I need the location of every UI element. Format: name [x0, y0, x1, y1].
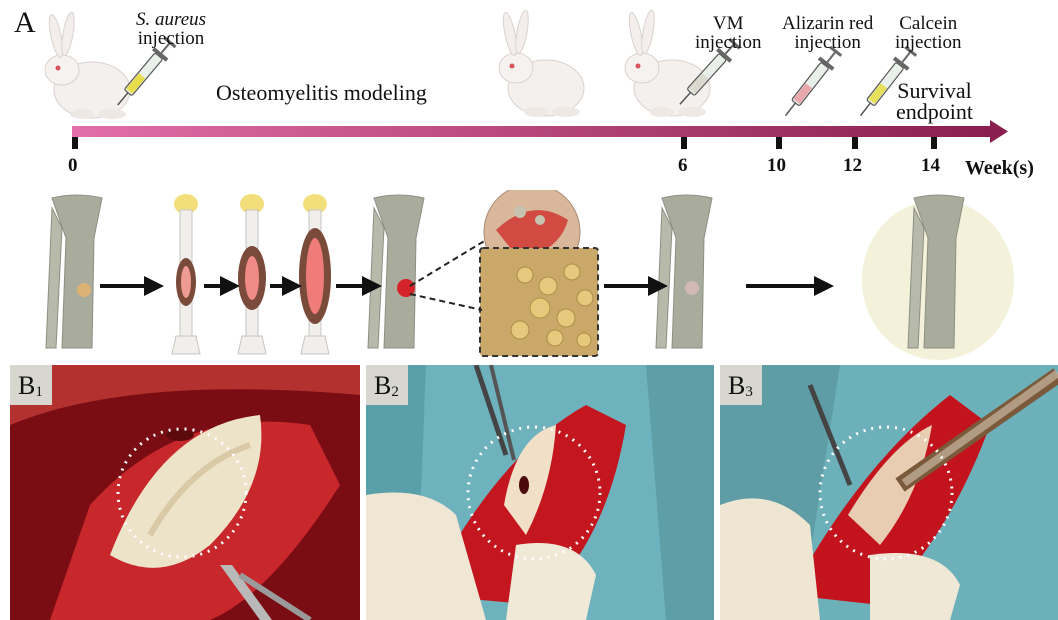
- tibia-icon: [368, 195, 424, 348]
- tick-label-12: 12: [843, 155, 862, 177]
- aureus-injection-label: S. aureus injection: [136, 10, 206, 48]
- surgery-photo-b3-image: [720, 365, 1058, 620]
- tick-label-0: 0: [68, 155, 78, 177]
- axis-label: Week(s): [965, 157, 1034, 180]
- tibia-icon: [46, 195, 102, 348]
- tibia-icon: [656, 195, 712, 348]
- tick-label-6: 6: [678, 155, 688, 177]
- surgery-photo-b1-image: [10, 365, 360, 620]
- tick-label-10: 10: [767, 155, 786, 177]
- rabbit-icon: [499, 9, 584, 117]
- rabbit-icon: [45, 11, 130, 119]
- tick-label-14: 14: [921, 155, 940, 177]
- syringe-icon: [778, 45, 843, 121]
- surgery-photo-b2-image: [366, 365, 714, 620]
- bone-progression: [0, 190, 1058, 360]
- timeline-arrow: [72, 120, 1008, 143]
- modeling-label: Osteomyelitis modeling: [216, 82, 427, 104]
- timeline-ticks: [72, 137, 937, 149]
